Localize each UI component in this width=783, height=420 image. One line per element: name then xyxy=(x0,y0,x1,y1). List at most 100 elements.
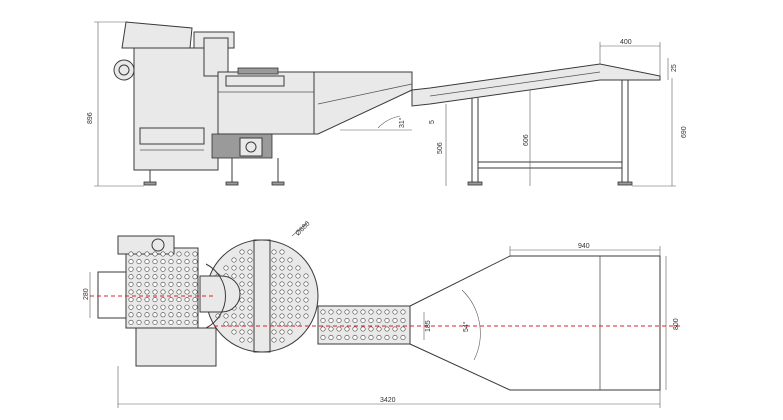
perforation-hole xyxy=(360,326,366,332)
perforation-hole xyxy=(279,265,285,271)
perforation-hole xyxy=(184,319,190,325)
perforation-hole xyxy=(184,304,190,310)
perforation-hole xyxy=(279,273,285,279)
perforation-hole xyxy=(295,321,301,327)
perforation-hole xyxy=(231,273,237,279)
perforation-hole xyxy=(144,289,150,295)
perforation-hole xyxy=(136,304,142,310)
perforation-hole xyxy=(176,266,182,272)
perforation-hole xyxy=(271,321,277,327)
dim-top-right-height: 800 xyxy=(673,318,680,330)
perforation-hole xyxy=(223,313,229,319)
perforation-hole xyxy=(384,317,390,323)
perforation-hole xyxy=(392,334,398,340)
perforation-hole xyxy=(152,251,158,257)
perforation-hole xyxy=(136,259,142,265)
perforation-hole xyxy=(128,319,134,325)
perforation-hole xyxy=(152,274,158,280)
perforation-hole xyxy=(376,317,382,323)
perforation-hole xyxy=(384,326,390,332)
perforation-hole xyxy=(247,313,253,319)
dim-side-right-height: 690 xyxy=(681,126,688,138)
perforation-hole xyxy=(176,304,182,310)
perforation-hole xyxy=(320,334,326,340)
perforation-hole xyxy=(176,297,182,303)
perforation-hole xyxy=(247,265,253,271)
dim-top-left-height: 280 xyxy=(83,288,90,300)
perforation-hole xyxy=(239,265,245,271)
perforation-hole xyxy=(168,312,174,318)
dim-side-mid-height-b: 606 xyxy=(523,134,530,146)
perforation-hole xyxy=(128,297,134,303)
body-panel-slot xyxy=(139,127,205,145)
perforation-hole xyxy=(303,313,309,319)
perforation-hole xyxy=(184,289,190,295)
perforation-hole xyxy=(368,326,374,332)
perforation-hole xyxy=(184,281,190,287)
perforation-hole xyxy=(128,259,134,265)
perforation-hole xyxy=(271,297,277,303)
perforation-hole xyxy=(184,312,190,318)
perforation-hole xyxy=(392,309,398,315)
perforation-hole xyxy=(287,257,293,263)
perforation-hole xyxy=(239,321,245,327)
perforation-hole xyxy=(223,265,229,271)
perforation-hole xyxy=(136,274,142,280)
perforation-hole xyxy=(271,329,277,335)
perforation-hole xyxy=(239,273,245,279)
perforation-hole xyxy=(328,334,334,340)
perforation-hole xyxy=(400,309,406,315)
perforation-hole xyxy=(279,289,285,295)
feeder-perforation xyxy=(128,251,198,325)
perforation-hole xyxy=(352,317,358,323)
perforation-hole xyxy=(136,312,142,318)
top-hopper xyxy=(121,21,193,49)
perforation-hole xyxy=(192,319,198,325)
perforation-hole xyxy=(279,305,285,311)
perforation-hole xyxy=(192,274,198,280)
perforation-hole xyxy=(279,329,285,335)
conveyor-perforation xyxy=(320,309,406,340)
perforation-hole xyxy=(287,289,293,295)
perforation-hole xyxy=(295,273,301,279)
perforation-hole xyxy=(279,321,285,327)
perforation-hole xyxy=(136,297,142,303)
dim-side-mid-height-a: 506 xyxy=(437,142,444,154)
side-motor xyxy=(113,59,135,81)
perforation-hole xyxy=(128,304,134,310)
perforation-hole xyxy=(303,297,309,303)
perforation-hole xyxy=(336,309,342,315)
perforation-hole xyxy=(184,274,190,280)
dim-side-angle-a: 31° xyxy=(398,117,406,128)
perforation-hole xyxy=(287,297,293,303)
perforation-hole xyxy=(344,334,350,340)
perforation-hole xyxy=(287,273,293,279)
side-view: 400 25 896 690 506 606 31° 5 xyxy=(87,21,688,187)
perforation-hole xyxy=(128,289,134,295)
perforation-hole xyxy=(152,266,158,272)
perforation-hole xyxy=(176,259,182,265)
perforation-hole xyxy=(239,329,245,335)
perforation-hole xyxy=(168,304,174,310)
perforation-hole xyxy=(152,304,158,310)
perforation-hole xyxy=(247,305,253,311)
dim-side-right-small: 25 xyxy=(671,64,678,72)
dim-side-total-height: 896 xyxy=(87,112,94,124)
perforation-hole xyxy=(320,309,326,315)
perforation-hole xyxy=(176,289,182,295)
perforation-hole xyxy=(384,309,390,315)
perforation-hole xyxy=(279,337,285,343)
perforation-hole xyxy=(360,334,366,340)
perforation-hole xyxy=(271,265,277,271)
perforation-hole xyxy=(271,249,277,255)
perforation-hole xyxy=(168,297,174,303)
perforation-hole xyxy=(192,251,198,257)
perforation-hole xyxy=(160,251,166,257)
perforation-hole xyxy=(295,305,301,311)
dim-side-top-width: 400 xyxy=(620,39,632,46)
perforation-hole xyxy=(231,313,237,319)
perforation-hole xyxy=(344,326,350,332)
top-motor-housing xyxy=(117,235,175,255)
perforation-hole xyxy=(328,326,334,332)
